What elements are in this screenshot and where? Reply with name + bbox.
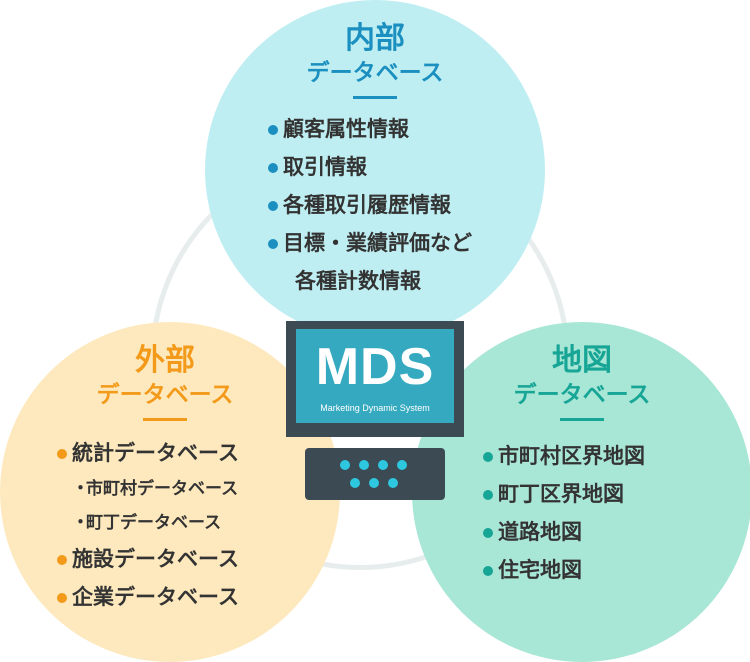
map-item-list: 市町村区界地図 町丁区界地図 道路地図 住宅地図: [483, 437, 645, 589]
middle-dot-icon: ・: [72, 479, 89, 499]
mds-tagline: Marketing Dynamic System: [320, 403, 430, 413]
external-underline: [143, 418, 187, 421]
list-subitem: ・市町村データベース: [72, 472, 239, 506]
item-label: 町丁区界地図: [498, 482, 624, 506]
bullet-icon: [268, 125, 278, 135]
monitor-screen: MDS Marketing Dynamic System: [296, 329, 454, 423]
external-item-list: 統計データベース ・市町村データベース ・町丁データベース 施設データベース 企…: [57, 434, 239, 616]
monitor-icon: MDS Marketing Dynamic System: [286, 321, 464, 437]
internal-database-circle: 内部 データベース 顧客属性情報 取引情報 各種取引履歴情報 目標・業績評価など…: [205, 0, 545, 340]
indicator-light-icon: [397, 460, 407, 470]
item-label: 顧客属性情報: [283, 117, 409, 141]
list-item: 企業データベース: [57, 578, 239, 616]
list-item: 顧客属性情報: [268, 110, 472, 148]
item-label: 施設データベース: [72, 547, 239, 571]
map-subtitle: データベース: [513, 382, 651, 408]
internal-item-list: 顧客属性情報 取引情報 各種取引履歴情報 目標・業績評価など 各種計数情報: [268, 110, 472, 300]
item-label: 統計データベース: [72, 441, 239, 465]
bullet-icon: [57, 555, 67, 565]
bullet-icon: [57, 593, 67, 603]
list-item: 取引情報: [268, 148, 472, 186]
map-database-heading: 地図 データベース: [462, 342, 702, 421]
external-database-circle: 外部 データベース 統計データベース ・市町村データベース ・町丁データベース …: [0, 322, 340, 662]
internal-title: 内部: [345, 21, 405, 56]
server-box-icon: [305, 448, 445, 500]
item-label: 市町村区界地図: [498, 444, 645, 468]
mds-logo: MDS: [315, 338, 435, 396]
bullet-icon: [268, 201, 278, 211]
bullet-icon: [483, 452, 493, 462]
item-label: 各種取引履歴情報: [283, 193, 451, 217]
item-label: 企業データベース: [72, 585, 239, 609]
external-title: 外部: [135, 343, 195, 378]
item-label: 住宅地図: [498, 558, 582, 582]
list-item: 施設データベース: [57, 540, 239, 578]
internal-subtitle: データベース: [306, 60, 444, 86]
item-label: 町丁データベース: [86, 513, 222, 533]
item-label: 市町村データベース: [86, 479, 239, 499]
bullet-icon: [483, 490, 493, 500]
internal-underline: [353, 96, 397, 99]
item-label: 取引情報: [283, 155, 367, 179]
internal-database-heading: 内部 データベース: [255, 20, 495, 99]
middle-dot-icon: ・: [72, 513, 89, 533]
map-underline: [560, 418, 604, 421]
list-item: 目標・業績評価など: [268, 224, 472, 262]
bullet-icon: [483, 528, 493, 538]
indicator-light-icon: [350, 478, 360, 488]
list-item: 市町村区界地図: [483, 437, 645, 475]
list-item: 住宅地図: [483, 551, 645, 589]
list-item: 各種取引履歴情報: [268, 186, 472, 224]
map-database-circle: 地図 データベース 市町村区界地図 町丁区界地図 道路地図 住宅地図: [412, 322, 750, 662]
indicator-light-icon: [378, 460, 388, 470]
bullet-icon: [57, 449, 67, 459]
item-label: 目標・業績評価など: [283, 231, 472, 255]
indicator-light-icon: [388, 478, 398, 488]
list-item: 町丁区界地図: [483, 475, 645, 513]
indicator-light-icon: [369, 478, 379, 488]
external-database-heading: 外部 データベース: [45, 342, 285, 421]
indicator-light-icon: [359, 460, 369, 470]
bullet-icon: [268, 163, 278, 173]
list-item: 統計データベース: [57, 434, 239, 472]
indicator-light-icon: [340, 460, 350, 470]
item-label: 道路地図: [498, 520, 582, 544]
bullet-icon: [268, 239, 278, 249]
list-item: 道路地図: [483, 513, 645, 551]
external-subtitle: データベース: [96, 382, 234, 408]
list-subitem: ・町丁データベース: [72, 506, 239, 540]
list-item-continuation: 各種計数情報: [295, 269, 421, 293]
bullet-icon: [483, 566, 493, 576]
map-title: 地図: [552, 343, 612, 378]
